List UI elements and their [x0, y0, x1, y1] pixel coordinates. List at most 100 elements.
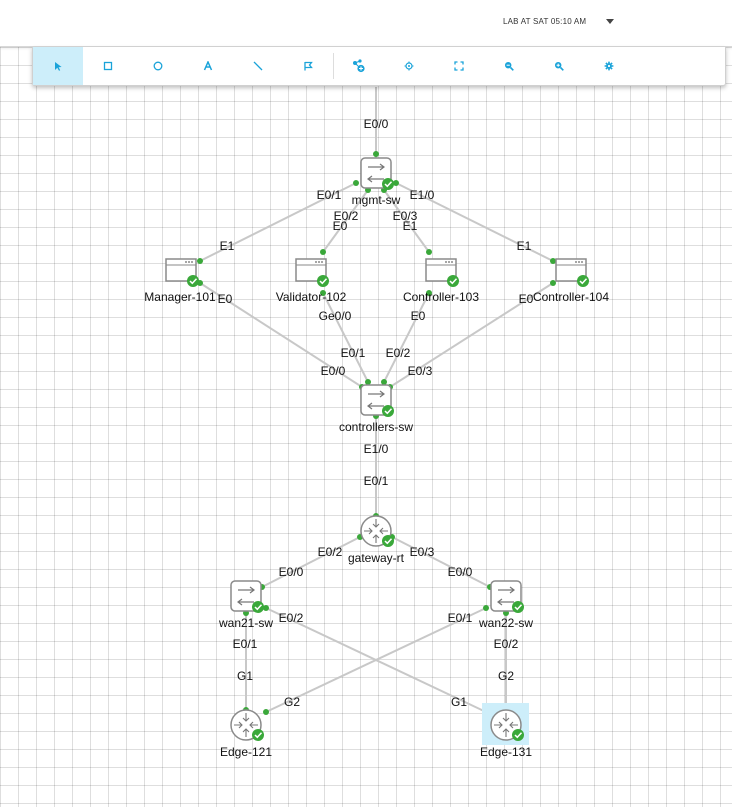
- status-ok-icon: [382, 535, 394, 547]
- node-label-mgmt-sw: mgmt-sw: [352, 193, 401, 207]
- node-label-manager-101: Manager-101: [144, 290, 216, 304]
- port-label: G2: [498, 669, 514, 683]
- link-validator-controllers[interactable]: [322, 292, 369, 383]
- link-mgmt-manager[interactable]: [199, 182, 357, 262]
- status-ok-icon: [252, 601, 264, 613]
- rectangle-tool-button[interactable]: [83, 47, 133, 85]
- link-controller103-controllers[interactable]: [383, 292, 430, 383]
- status-ok-icon: [382, 178, 394, 190]
- flag-icon: [304, 61, 313, 71]
- lab-menu-caret-icon[interactable]: [606, 19, 614, 24]
- select-tool-button[interactable]: [33, 47, 83, 85]
- port-labels: E0/0 E0/1 E1/0 E0/2 E0/3 E1 E0 E1 E1 E0 …: [218, 117, 534, 709]
- status-ok-icon: [252, 729, 264, 741]
- gear-icon: [604, 61, 614, 71]
- status-ok-icon: [512, 729, 524, 741]
- fit-screen-icon: [454, 61, 464, 71]
- port-label: E0/2: [386, 346, 411, 360]
- add-node-icon: [353, 59, 365, 73]
- port-label: E0/3: [410, 545, 435, 559]
- server-controller-103[interactable]: [425, 258, 459, 287]
- node-label-edge-131: Edge-131: [480, 745, 532, 759]
- node-label-edge-121: Edge-121: [220, 745, 272, 759]
- node-label-controllers-sw: controllers-sw: [339, 420, 413, 434]
- port-label: G1: [451, 695, 467, 709]
- node-label-controller-104: Controller-104: [533, 290, 609, 304]
- switch-wan21-sw[interactable]: [230, 580, 264, 613]
- port-label: E0/2: [279, 611, 304, 625]
- port-label: E0: [218, 292, 233, 306]
- port-label: E0/1: [317, 188, 342, 202]
- text-tool-button[interactable]: [183, 47, 233, 85]
- router-edge-131[interactable]: [490, 709, 524, 741]
- zoom-out-icon: [505, 62, 514, 71]
- text-icon: [203, 61, 213, 71]
- zoom-in-icon: [555, 62, 564, 71]
- crosshair-icon: [404, 61, 414, 71]
- switch-wan22-sw[interactable]: [490, 580, 524, 613]
- port-label: E1: [517, 239, 532, 253]
- router-edge-121[interactable]: [230, 709, 264, 741]
- zoom-in-button[interactable]: [534, 47, 584, 85]
- port-label: E0: [519, 292, 534, 306]
- status-ok-icon: [382, 405, 394, 417]
- port-label: Ge0/0: [319, 309, 352, 323]
- status-ok-icon: [577, 275, 589, 287]
- port-label: E1: [403, 219, 418, 233]
- link-mgmt-validator[interactable]: [322, 189, 369, 253]
- fit-screen-button[interactable]: [434, 47, 484, 85]
- port-label: E0: [333, 219, 348, 233]
- link-mgmt-controller104[interactable]: [395, 182, 554, 262]
- link-controller104-controllers[interactable]: [389, 282, 554, 388]
- port-label: E0/0: [279, 565, 304, 579]
- port-label: E0/2: [334, 209, 359, 223]
- link-manager-controllers[interactable]: [199, 282, 363, 388]
- port-label: E0: [411, 309, 426, 323]
- node-label-wan22-sw: wan22-sw: [478, 616, 533, 630]
- port-label: E0/0: [321, 364, 346, 378]
- status-ok-icon: [317, 275, 329, 287]
- circle-tool-button[interactable]: [133, 47, 183, 85]
- port-label: E0/3: [408, 364, 433, 378]
- flag-tool-button[interactable]: [283, 47, 333, 85]
- settings-button[interactable]: [584, 47, 634, 85]
- server-controller-104[interactable]: [555, 258, 589, 287]
- link-mgmt-controller103[interactable]: [383, 189, 430, 253]
- port-label: E0/1: [448, 611, 473, 625]
- port-label: E0/1: [233, 637, 258, 651]
- add-node-tool-button[interactable]: [334, 47, 384, 85]
- server-manager-101[interactable]: [165, 258, 199, 287]
- status-ok-icon: [512, 601, 524, 613]
- zoom-out-button[interactable]: [484, 47, 534, 85]
- switch-mgmt-sw[interactable]: [360, 157, 394, 190]
- drawing-toolbar: [32, 47, 726, 86]
- square-icon: [103, 61, 113, 71]
- lab-title: LAB AT SAT 05:10 AM: [503, 17, 587, 26]
- port-label: G1: [237, 669, 253, 683]
- port-label: E0/3: [393, 209, 418, 223]
- node-label-wan21-sw: wan21-sw: [218, 616, 273, 630]
- port-label: E0/2: [494, 637, 519, 651]
- port-label: E0/1: [341, 346, 366, 360]
- node-label-gateway-rt: gateway-rt: [348, 551, 405, 565]
- server-validator-102[interactable]: [295, 258, 329, 287]
- toolbar-divider: [333, 53, 334, 79]
- port-label: E1/0: [364, 442, 389, 456]
- status-ok-icon: [187, 275, 199, 287]
- port-label: E1: [220, 239, 235, 253]
- port-label: E0/0: [364, 117, 389, 131]
- links: [199, 87, 554, 713]
- switch-controllers-sw[interactable]: [360, 384, 394, 417]
- port-label: E0/2: [318, 545, 343, 559]
- port-label: E0/0: [448, 565, 473, 579]
- link-gateway-wan22[interactable]: [391, 536, 491, 588]
- link-gateway-wan21[interactable]: [261, 536, 361, 588]
- line-tool-button[interactable]: [233, 47, 283, 85]
- status-ok-icon: [447, 275, 459, 287]
- pointer-icon: [55, 62, 62, 71]
- node-label-validator-102: Validator-102: [276, 290, 347, 304]
- router-gateway-rt[interactable]: [360, 515, 394, 547]
- center-view-button[interactable]: [384, 47, 434, 85]
- link-wan22-edge121[interactable]: [265, 607, 487, 713]
